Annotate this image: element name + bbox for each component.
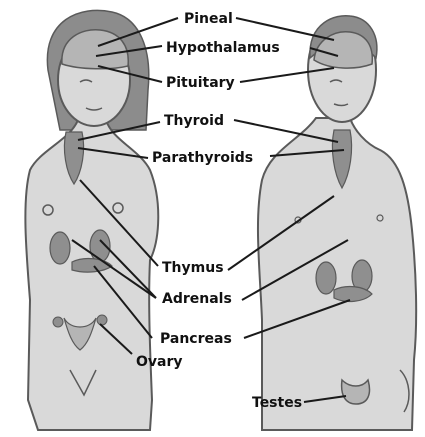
male-adrenal-left (316, 262, 336, 294)
label-pituitary: Pituitary (166, 75, 235, 91)
label-thyroid: Thyroid (164, 113, 224, 129)
label-ovary: Ovary (136, 354, 183, 370)
female-ovary-left (53, 317, 63, 327)
female-adrenal-left (50, 232, 70, 264)
female-ovary-right (97, 315, 107, 325)
label-pancreas: Pancreas (160, 331, 232, 347)
label-thymus: Thymus (162, 260, 224, 276)
male-figure (258, 16, 416, 430)
label-hypothalamus: Hypothalamus (166, 40, 280, 56)
female-body (25, 120, 158, 430)
label-parathyroids: Parathyroids (152, 150, 253, 166)
label-testes: Testes (252, 395, 302, 411)
label-pineal: Pineal (184, 11, 233, 27)
label-adrenals: Adrenals (162, 291, 232, 307)
